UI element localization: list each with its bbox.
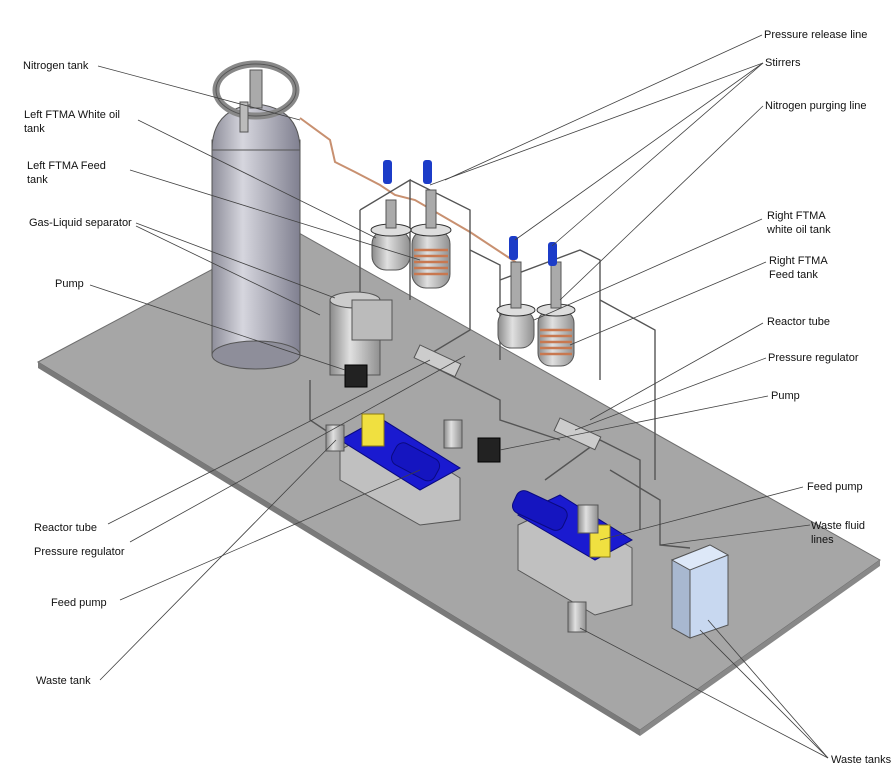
feed-pump-left — [339, 413, 461, 526]
label-pressure-regulator-left: Pressure regulator — [34, 546, 125, 558]
reactor-tube-left — [413, 344, 462, 378]
gas-liquid-separator — [329, 291, 393, 376]
right-ftma-feed-tank — [536, 261, 576, 367]
nitrogen-tank — [211, 60, 301, 370]
label-reactor-tube-right: Reactor tube — [767, 316, 830, 328]
label-stirrers: Stirrers — [765, 57, 801, 69]
stirrer-right-1 — [509, 236, 518, 260]
stirrer-left-1 — [383, 160, 392, 184]
label-nitrogen-tank: Nitrogen tank — [23, 60, 89, 72]
label-feed-pump-right: Feed pump — [807, 481, 863, 493]
pump-left — [344, 364, 368, 388]
label-left-ftma-feed-tank: Left FTMA Feed tank — [27, 160, 106, 186]
left-ftma-white-oil-tank — [370, 199, 412, 271]
waste-tank-large — [670, 544, 730, 639]
label-pump-right: Pump — [771, 390, 800, 402]
label-gas-liquid-separator: Gas-Liquid separator — [29, 217, 132, 229]
label-nitrogen-purging-line: Nitrogen purging line — [765, 100, 867, 112]
label-pump-left: Pump — [55, 278, 84, 290]
stirrer-right-2 — [548, 242, 557, 266]
label-waste-fluid-lines: Waste fluid lines — [811, 520, 866, 546]
label-waste-tanks: Waste tanks — [831, 754, 892, 766]
waste-tank-small-2 — [443, 419, 463, 449]
waste-tank-small-1 — [325, 424, 345, 452]
label-pressure-regulator-right: Pressure regulator — [768, 352, 859, 364]
label-pressure-release-line: Pressure release line — [764, 29, 868, 41]
stirrer-left-2 — [423, 160, 432, 184]
nitrogen-line — [299, 117, 521, 266]
label-feed-pump-left: Feed pump — [51, 597, 107, 609]
left-ftma-feed-tank — [410, 189, 452, 289]
label-reactor-tube-left: Reactor tube — [34, 522, 97, 534]
label-right-ftma-feed-tank: Right FTMA Feed tank — [769, 255, 828, 281]
feed-pump-right — [511, 490, 633, 616]
leader-lines — [89, 34, 829, 759]
label-right-ftma-white-oil-tank: Right FTMA white oil tank — [767, 210, 831, 236]
right-ftma-white-oil-tank — [496, 261, 536, 349]
reactor-tube-right — [553, 417, 602, 451]
waste-tank-small-3 — [567, 601, 587, 633]
pump-right — [477, 437, 501, 463]
piping-frames — [309, 178, 691, 549]
label-left-ftma-white-oil-tank: Left FTMA White oil tank — [24, 109, 120, 135]
label-waste-tank-left: Waste tank — [36, 675, 91, 687]
